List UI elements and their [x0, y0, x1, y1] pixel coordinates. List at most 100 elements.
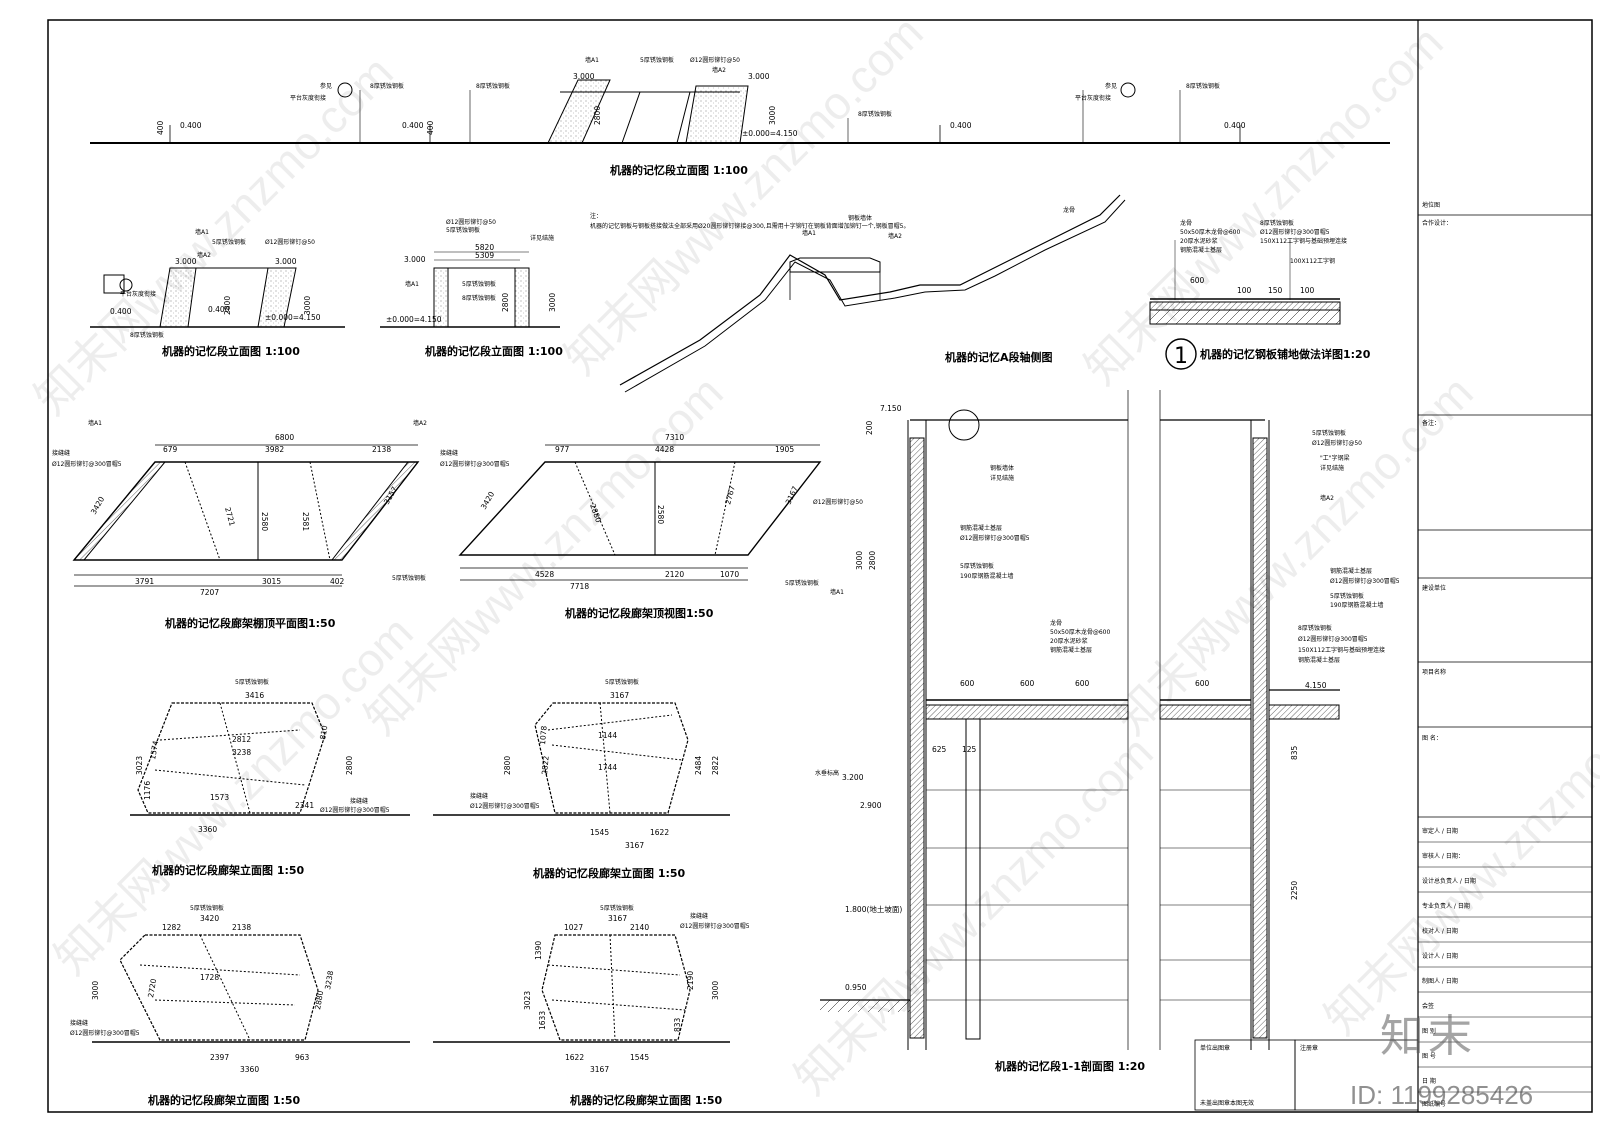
label: 钢筋混凝土基层 [1180, 246, 1222, 254]
dim: 600 [1190, 276, 1205, 285]
dim: 3420 [479, 490, 496, 511]
dim: 4428 [655, 445, 674, 454]
dim: 400 [156, 120, 165, 135]
label: 5厚锈蚀钢板 [462, 280, 496, 288]
tb-field: 图 名： [1422, 734, 1442, 742]
dim: 1622 [565, 1053, 584, 1062]
dim: 2720 [146, 978, 158, 999]
label: 5厚锈蚀钢板 [1312, 429, 1346, 437]
elev-label: 1.800(地土坡面) [845, 904, 902, 914]
dim: 833 [673, 1017, 682, 1032]
dim: 1744 [598, 763, 617, 772]
dim: 3000 [548, 293, 557, 312]
stamp-label: 单位出图章 [1200, 1044, 1230, 1052]
tb-field: 制图人 / 日期 [1422, 977, 1458, 985]
elev-label: 4.150 [1305, 681, 1327, 690]
dim: 835 [1290, 745, 1299, 760]
canopy-elevation-3: 5厚锈蚀钢板 3420 1282 2138 2397 963 3360 3000… [70, 904, 410, 1107]
label: 接缝缝 [70, 1019, 88, 1027]
dim: 679 [163, 445, 178, 454]
drawing-title: 机器的记忆钢板铺地做法详图1:20 [1200, 347, 1371, 361]
dim: 2880 [588, 503, 603, 524]
label: 8厚锈蚀钢板 [1260, 219, 1294, 227]
dim: 6800 [275, 433, 294, 442]
label: 墙A2 [712, 66, 726, 74]
elev-label: 3.200 [842, 773, 864, 782]
dim: 810 [318, 724, 329, 740]
stamp-label: 注册章 [1300, 1044, 1318, 1052]
label: 墙A1 [585, 56, 599, 64]
dim: 1622 [650, 828, 669, 837]
tb-field: 合作设计： [1422, 219, 1452, 227]
elev-label: 0.400 [402, 121, 424, 130]
label: Ø12圆形铆钉@300冒帽5 [440, 460, 510, 468]
dim: 100 [1237, 286, 1252, 295]
label: 8厚锈蚀钢板 [1298, 624, 1332, 632]
label: 墙A1 [802, 229, 816, 237]
axonometric-view: 注： 机器的记忆钢板与钢板搭接做法全部采用Ø20圆形铆钉铆接@300,且需用十字… [590, 194, 1126, 393]
paving-detail: 龙骨 50x50厚木龙骨@600 20厚水泥砂浆 钢筋混凝土基层 8厚锈蚀钢板 … [1149, 219, 1371, 370]
dim: 1078 [538, 725, 549, 745]
label: 详见结施 [990, 474, 1014, 482]
dim: 3167 [784, 485, 800, 506]
dim: 600 [1075, 679, 1090, 688]
label: 150X112工字钢与基础预埋连接 [1260, 237, 1347, 245]
label: 墙A2 [888, 232, 902, 240]
label: 详见结施 [530, 234, 554, 242]
dim: 3360 [198, 825, 217, 834]
label: 5厚锈蚀钢板 [600, 904, 634, 912]
tb-field: 备注： [1422, 419, 1440, 427]
dim: 3238 [323, 970, 335, 991]
dim: 2800 [345, 756, 354, 775]
label: 8厚锈蚀钢板 [130, 331, 164, 339]
label: 龙骨 [1050, 619, 1062, 627]
tb-field: 审定人 / 日期 [1422, 827, 1458, 835]
dim: 977 [555, 445, 570, 454]
elev-label: ±0.000=4.150 [265, 313, 321, 322]
label: 墙A2 [1320, 494, 1334, 502]
brand-logo: 知末 [1380, 1011, 1476, 1062]
dim: 2880 [313, 990, 325, 1011]
dim: 2190 [686, 971, 695, 990]
label: 5厚锈蚀钢板 [640, 56, 674, 64]
label: 平台灰度衔接 [120, 290, 156, 298]
label: 钢板墙体 [848, 214, 872, 222]
dim: 1282 [162, 923, 181, 932]
drawing-title: 机器的记忆段立面图 1:100 [610, 163, 748, 177]
label: 接缝缝 [350, 797, 368, 805]
label: 墙A2 [413, 419, 427, 427]
dim: 2800 [503, 756, 512, 775]
dim: 7718 [570, 582, 589, 591]
tb-field: 设计总负责人 / 日期 [1422, 877, 1476, 885]
label: 接缝缝 [470, 792, 488, 800]
tb-field: 图纸编号 [1422, 1100, 1446, 1108]
label: Ø12圆形铆钉@50 [1312, 439, 1362, 447]
label: Ø12圆形铆钉@50 [813, 498, 863, 506]
label: 钢筋混凝土基层 [960, 524, 1002, 532]
label: 钢筋混凝土基层 [1298, 656, 1340, 664]
drawing-title: 机器的记忆段廊架立面图 1:50 [152, 863, 305, 877]
dim: 2580 [260, 512, 269, 531]
dim: 3420 [89, 495, 106, 516]
tb-field: 图 号 [1422, 1053, 1436, 1060]
label: Ø12圆形铆钉@50 [690, 56, 740, 64]
drawing-title: 机器的记忆段廊架立面图 1:50 [570, 1093, 723, 1107]
dim: 1574 [148, 740, 160, 761]
label: Ø12圆形铆钉@300冒帽5 [470, 802, 540, 810]
dim: 2800 [223, 296, 232, 315]
dim: 600 [1020, 679, 1035, 688]
tb-field: 建设单位 [1422, 584, 1446, 592]
dim: 2581 [301, 512, 310, 531]
dim: 5820 [475, 243, 494, 252]
label: "工"字钢梁 [1320, 454, 1350, 462]
label: 详见结施 [1320, 464, 1344, 472]
label: 5厚锈蚀钢板 [392, 574, 426, 582]
label: Ø12圆形铆钉@300冒帽5 [680, 922, 750, 930]
note-text: 机器的记忆钢板与钢板搭接做法全部采用Ø20圆形铆钉铆接@300,且需用十字铆钉在… [590, 222, 909, 230]
dim: 4528 [535, 570, 554, 579]
label: 5厚锈蚀钢板 [1330, 592, 1364, 600]
label: 20厚水泥砂浆 [1050, 637, 1088, 645]
dim: 2138 [372, 445, 391, 454]
dim: 1573 [210, 793, 229, 802]
tb-field: 审核人 / 日期： [1422, 852, 1464, 860]
